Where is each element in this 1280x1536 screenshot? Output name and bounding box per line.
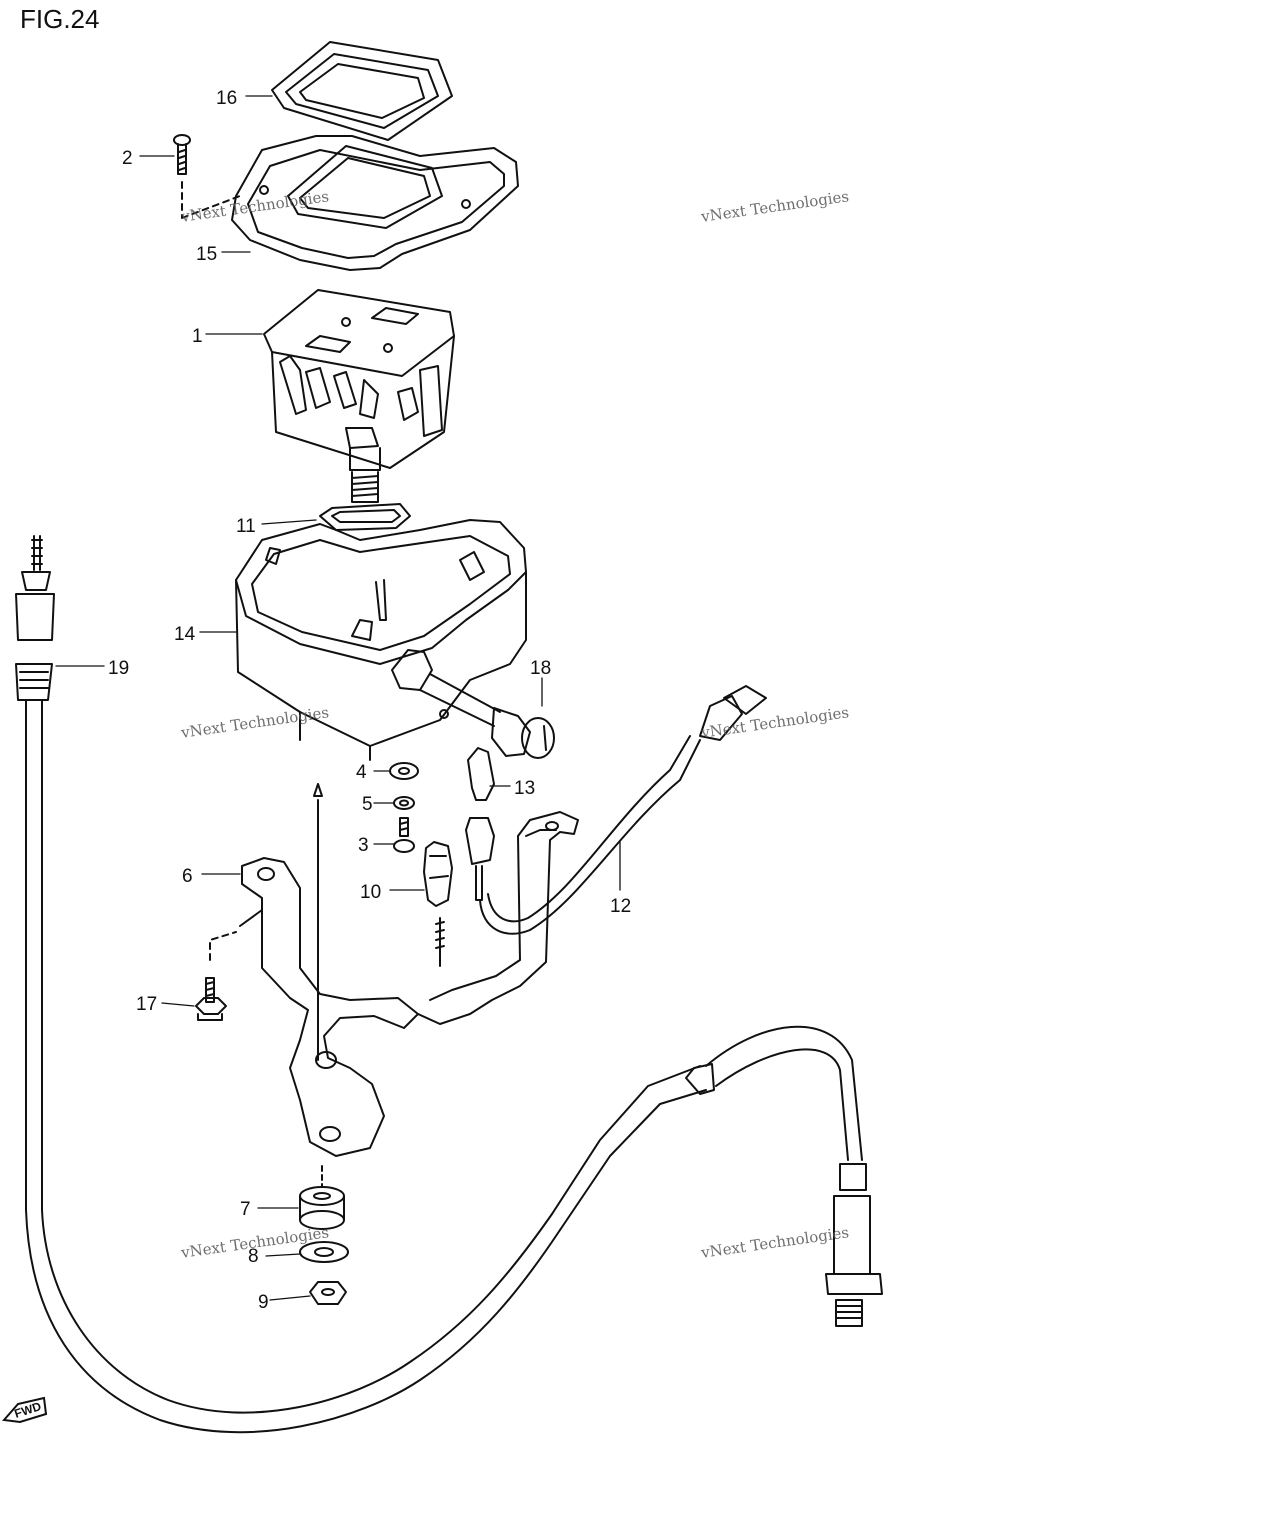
leader-lines bbox=[55, 95, 621, 1301]
callout-17: 17 bbox=[136, 994, 157, 1015]
callout-14: 14 bbox=[174, 624, 196, 645]
callout-3: 3 bbox=[358, 835, 369, 856]
callout-6: 6 bbox=[182, 866, 193, 887]
part-10-socket[interactable] bbox=[423, 841, 453, 907]
callout-16: 16 bbox=[216, 88, 237, 109]
callout-18: 18 bbox=[530, 658, 551, 679]
callout-19: 19 bbox=[108, 658, 129, 679]
part-6-bracket[interactable] bbox=[241, 811, 579, 1157]
callout-8: 8 bbox=[248, 1246, 259, 1267]
stud-tip bbox=[313, 783, 323, 797]
part-13-bulb[interactable] bbox=[467, 747, 495, 801]
part-5-washer[interactable] bbox=[393, 796, 415, 810]
part-2-screw[interactable] bbox=[173, 134, 241, 219]
callout-2: 2 bbox=[122, 148, 133, 169]
callout-labels: 16 2 15 1 11 14 19 18 4 13 5 3 6 10 12 1… bbox=[108, 88, 631, 1313]
callout-12: 12 bbox=[610, 896, 631, 917]
part-11-gasket[interactable] bbox=[319, 503, 411, 531]
part-14-lower-case[interactable] bbox=[235, 519, 527, 761]
part-3-screw[interactable] bbox=[393, 817, 415, 853]
callout-11: 11 bbox=[236, 516, 256, 537]
callout-13: 13 bbox=[514, 778, 535, 799]
part-12-wire-harness[interactable] bbox=[465, 685, 767, 935]
part-8-washer[interactable] bbox=[299, 1241, 349, 1263]
part-15-upper-case[interactable] bbox=[231, 135, 519, 271]
callout-1: 1 bbox=[192, 326, 203, 347]
callout-7: 7 bbox=[240, 1199, 251, 1220]
part-7-grommet[interactable] bbox=[299, 1165, 345, 1230]
part-16-lens-seal[interactable] bbox=[271, 41, 453, 141]
part-1-meter-assembly[interactable] bbox=[263, 289, 455, 503]
callout-9: 9 bbox=[258, 1292, 269, 1313]
callout-10: 10 bbox=[360, 882, 381, 903]
fwd-direction-arrow: FWD bbox=[2, 1396, 48, 1424]
figure-title: FIG.24 bbox=[20, 4, 100, 34]
callout-15: 15 bbox=[196, 244, 217, 265]
callout-4: 4 bbox=[356, 762, 367, 783]
part-4-washer[interactable] bbox=[389, 762, 419, 780]
part-9-nut[interactable] bbox=[309, 1281, 347, 1305]
part-18-knob[interactable] bbox=[391, 649, 555, 759]
part-19-speedometer-cable[interactable] bbox=[15, 535, 883, 1434]
part-17-bolt[interactable] bbox=[195, 909, 263, 1021]
callout-5: 5 bbox=[362, 794, 373, 815]
